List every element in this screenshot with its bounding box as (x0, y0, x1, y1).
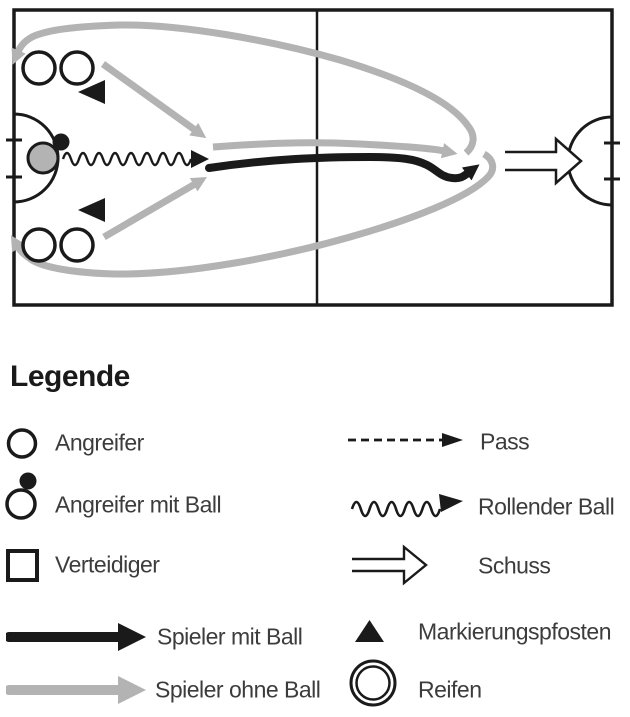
attacker-circle (21, 50, 57, 86)
field-diagram (6, 8, 620, 307)
player-with-ball-arrow-icon (6, 623, 146, 651)
pass-dashed-arrow-icon (348, 433, 463, 447)
attacker-circle (59, 50, 95, 86)
run-path-without-ball (212, 139, 458, 159)
run-path-top-diagonal (100, 61, 207, 139)
player-with-ball-path (205, 152, 480, 183)
attacker-circle (59, 227, 95, 263)
attacker-with-ball-icon (5, 472, 37, 520)
rolling-ball-wave-icon (350, 494, 463, 518)
hoop-double-circle-icon (349, 659, 397, 707)
attacker-circle-icon (6, 428, 38, 459)
rolling-ball-wave (61, 151, 193, 167)
legend-label: Rollender Ball (478, 493, 615, 520)
marking-post-triangle (78, 80, 105, 104)
legend-label: Schuss (478, 552, 551, 579)
marking-post-triangle (78, 198, 105, 222)
run-path-bottom-diagonal (102, 177, 207, 241)
marking-post-triangle-icon (355, 620, 384, 642)
return-run-arc-top (11, 21, 477, 156)
legend-label: Reifen (418, 676, 482, 703)
attacker-circle (21, 227, 57, 263)
legend-label: Verteidiger (55, 551, 160, 578)
ball-carrier-circle (26, 141, 60, 175)
legend-label: Angreifer mit Ball (55, 491, 222, 518)
legend-label: Spieler ohne Ball (155, 676, 321, 703)
legend-title: Legende (10, 360, 130, 393)
ball-dot (52, 133, 70, 151)
legend-label: Spieler mit Ball (157, 623, 303, 650)
player-without-ball-arrow-icon (6, 676, 146, 704)
defender-square-icon (6, 549, 39, 582)
legend-label: Pass (480, 428, 530, 455)
rolling-ball-arrowhead (191, 150, 209, 168)
legend-label: Markierungspfosten (418, 618, 612, 645)
legend-label: Angreifer (55, 429, 144, 456)
shot-outline-arrow-icon (352, 544, 428, 586)
shot-outline-arrow (505, 136, 583, 186)
